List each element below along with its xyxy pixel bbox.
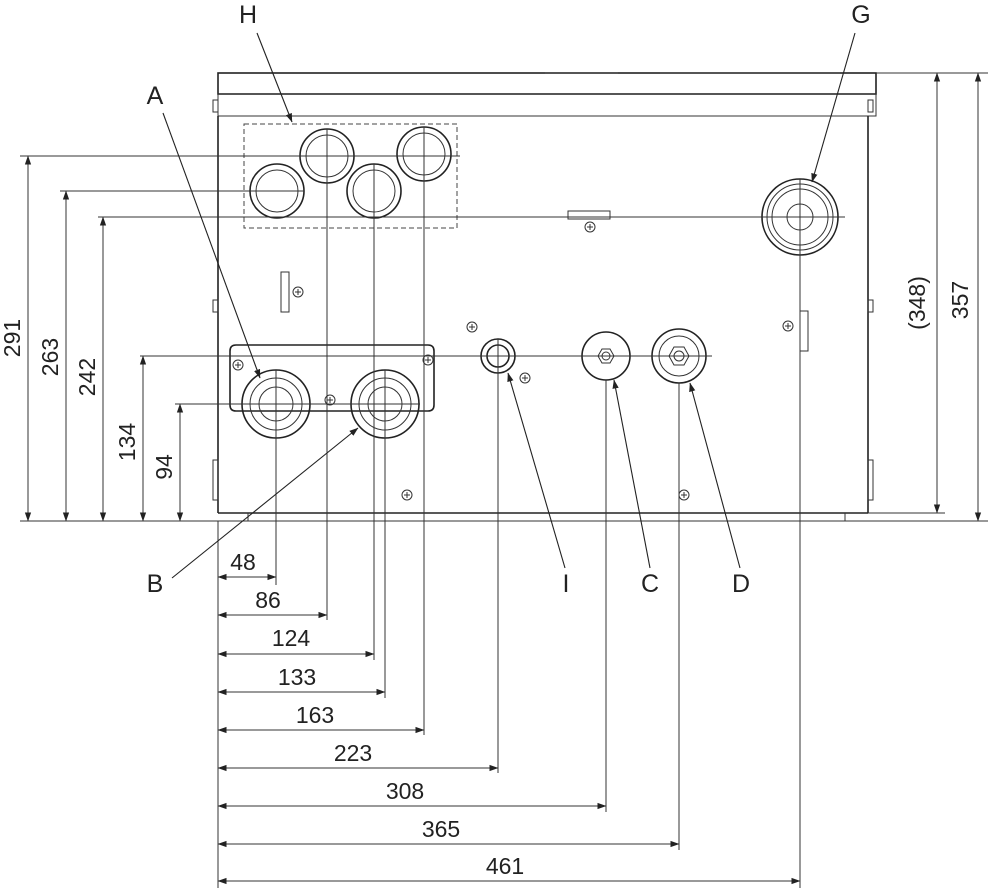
vertical-dimension-lines (24, 72, 982, 522)
dim-365: 365 (422, 816, 460, 842)
callout-i: I (563, 570, 570, 598)
callout-c: C (641, 570, 659, 598)
hanger-bracket (280, 210, 809, 352)
dim-308: 308 (386, 778, 424, 804)
knockout-group-h (243, 123, 458, 229)
dim-86: 86 (255, 587, 281, 613)
dim-94: 94 (151, 454, 177, 480)
horizontal-dimension-lines (217, 573, 801, 885)
dim-348: (348) (904, 276, 930, 330)
callout-d: D (732, 570, 750, 598)
centre-lines (60, 155, 845, 405)
witness-lines (20, 72, 988, 888)
dim-48: 48 (230, 549, 256, 575)
dim-242: 242 (74, 358, 100, 396)
top-cover (217, 72, 877, 95)
dim-263: 263 (37, 338, 63, 376)
dim-357: 357 (947, 281, 973, 319)
dim-124: 124 (272, 625, 311, 651)
dim-163: 163 (296, 702, 334, 728)
callout-leaders (162, 32, 856, 579)
dim-461: 461 (486, 853, 524, 879)
cover-band (217, 93, 877, 117)
dim-133: 133 (278, 664, 316, 690)
dim-223: 223 (334, 740, 372, 766)
gland-bracket (229, 344, 435, 439)
callout-g: G (851, 1, 870, 29)
dim-291: 291 (0, 319, 25, 357)
callout-b: B (147, 570, 164, 598)
callout-a: A (147, 82, 164, 110)
callout-h: H (239, 1, 257, 29)
unit-body (212, 72, 877, 522)
screw-marks (232, 221, 794, 501)
dim-134: 134 (114, 423, 140, 462)
